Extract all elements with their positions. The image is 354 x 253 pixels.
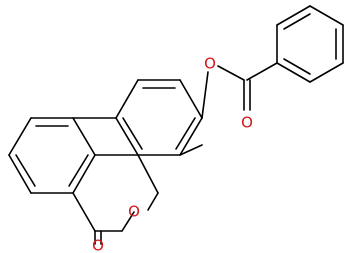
benzoate-carbonyl-oxygen-label: O [241, 114, 253, 132]
bond-methyl [179, 144, 203, 156]
bond-ester-o [201, 71, 209, 119]
bond-phenyl-inner-1 [283, 13, 311, 30]
bond-lactone-6 [121, 211, 135, 232]
bond-phenyl-5 [309, 62, 344, 83]
bond-ring-mid-3 [179, 79, 203, 119]
ring-oxygen-label: O [128, 203, 140, 221]
lactone-carbonyl-oxygen-label: O [92, 237, 104, 253]
bond-ring-mid-1 [115, 79, 139, 119]
bond-ester-c [217, 65, 245, 81]
ester-oxygen-label: O [204, 55, 216, 73]
bond-lactone-2 [72, 192, 96, 232]
bond-phenyl-2 [276, 5, 311, 26]
bond-ring-mid-inner-2 [175, 117, 196, 150]
bond-ring-mid-inner-3 [122, 117, 143, 150]
bond-ring-left-5 [72, 117, 96, 156]
bond-lactone-5 [147, 192, 159, 211]
bond-ring-mid-4 [179, 117, 203, 156]
bond-to-phenyl [246, 62, 278, 81]
bond-ring-mid-6 [115, 117, 139, 156]
bond-ring-left-4 [72, 154, 96, 194]
bond-lactone-4 [137, 154, 159, 194]
bond-phenyl-inner-3 [283, 58, 311, 75]
bond-phenyl-3 [309, 5, 344, 26]
atom-labels: O O O O [92, 55, 253, 253]
bond-ring-left-inner-2 [15, 154, 36, 187]
bond-phenyl-6 [276, 62, 311, 83]
bonds [8, 5, 344, 245]
bond-ring-left-2 [8, 154, 32, 194]
bond-ring-left-inner-3 [68, 154, 89, 187]
bond-ring-left-1 [8, 117, 32, 156]
